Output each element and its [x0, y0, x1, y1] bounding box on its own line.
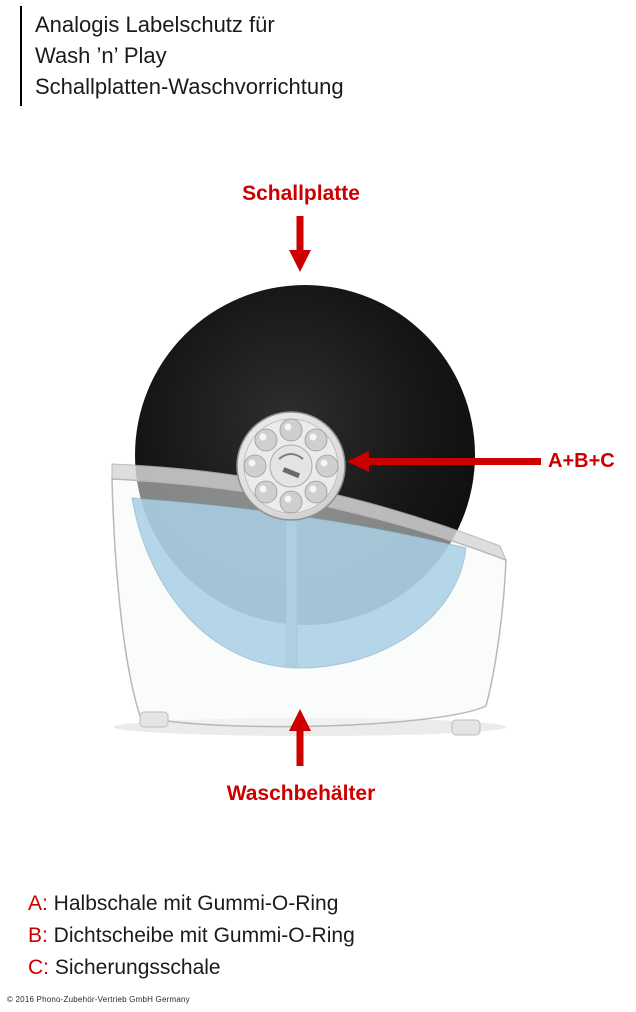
legend-text-b: Dichtscheibe mit Gummi-O-Ring: [47, 924, 355, 947]
clamp-pin: [282, 467, 301, 479]
legend-item-b: B: Dichtscheibe mit Gummi-O-Ring: [28, 920, 355, 952]
title-line-1: Analogis Labelschutz für: [35, 12, 275, 37]
arrow-down-icon: [289, 216, 311, 272]
label-schallplatte: Schallplatte: [242, 182, 360, 205]
legend-text-a: Halbschale mit Gummi-O-Ring: [47, 892, 339, 915]
legend-key-a: A:: [28, 892, 48, 915]
clamp-assembly: [236, 411, 346, 521]
tub-foot-left: [139, 711, 169, 728]
legend: A: Halbschale mit Gummi-O-Ring B: Dichts…: [28, 888, 355, 984]
legend-key-c: C:: [28, 956, 49, 979]
legend-text-c: Sicherungsschale: [49, 956, 221, 979]
copyright-text: © 2016 Phono-Zubehör-Vertrieb GmbH Germa…: [7, 995, 190, 1004]
clamp-knob-highlights: [248, 423, 328, 503]
clamp-handle: [278, 453, 304, 460]
clamp-knobs: [243, 418, 339, 514]
arrow-up-icon: [289, 709, 311, 766]
legend-item-a: A: Halbschale mit Gummi-O-Ring: [28, 888, 355, 920]
tub-foot-right: [451, 719, 481, 736]
title-block: Analogis Labelschutz für Wash ’n’ Play S…: [20, 6, 344, 106]
title-line-2: Wash ’n’ Play: [35, 43, 167, 68]
arrow-left-icon: [347, 451, 541, 472]
label-waschbehaelter: Waschbehälter: [226, 782, 376, 805]
legend-key-b: B:: [28, 924, 48, 947]
title-line-3: Schallplatten-Waschvorrichtung: [35, 74, 344, 99]
label-abc: A+B+C: [548, 450, 615, 472]
legend-item-c: C: Sicherungsschale: [28, 952, 355, 984]
clamp-center-disc: [269, 444, 313, 488]
